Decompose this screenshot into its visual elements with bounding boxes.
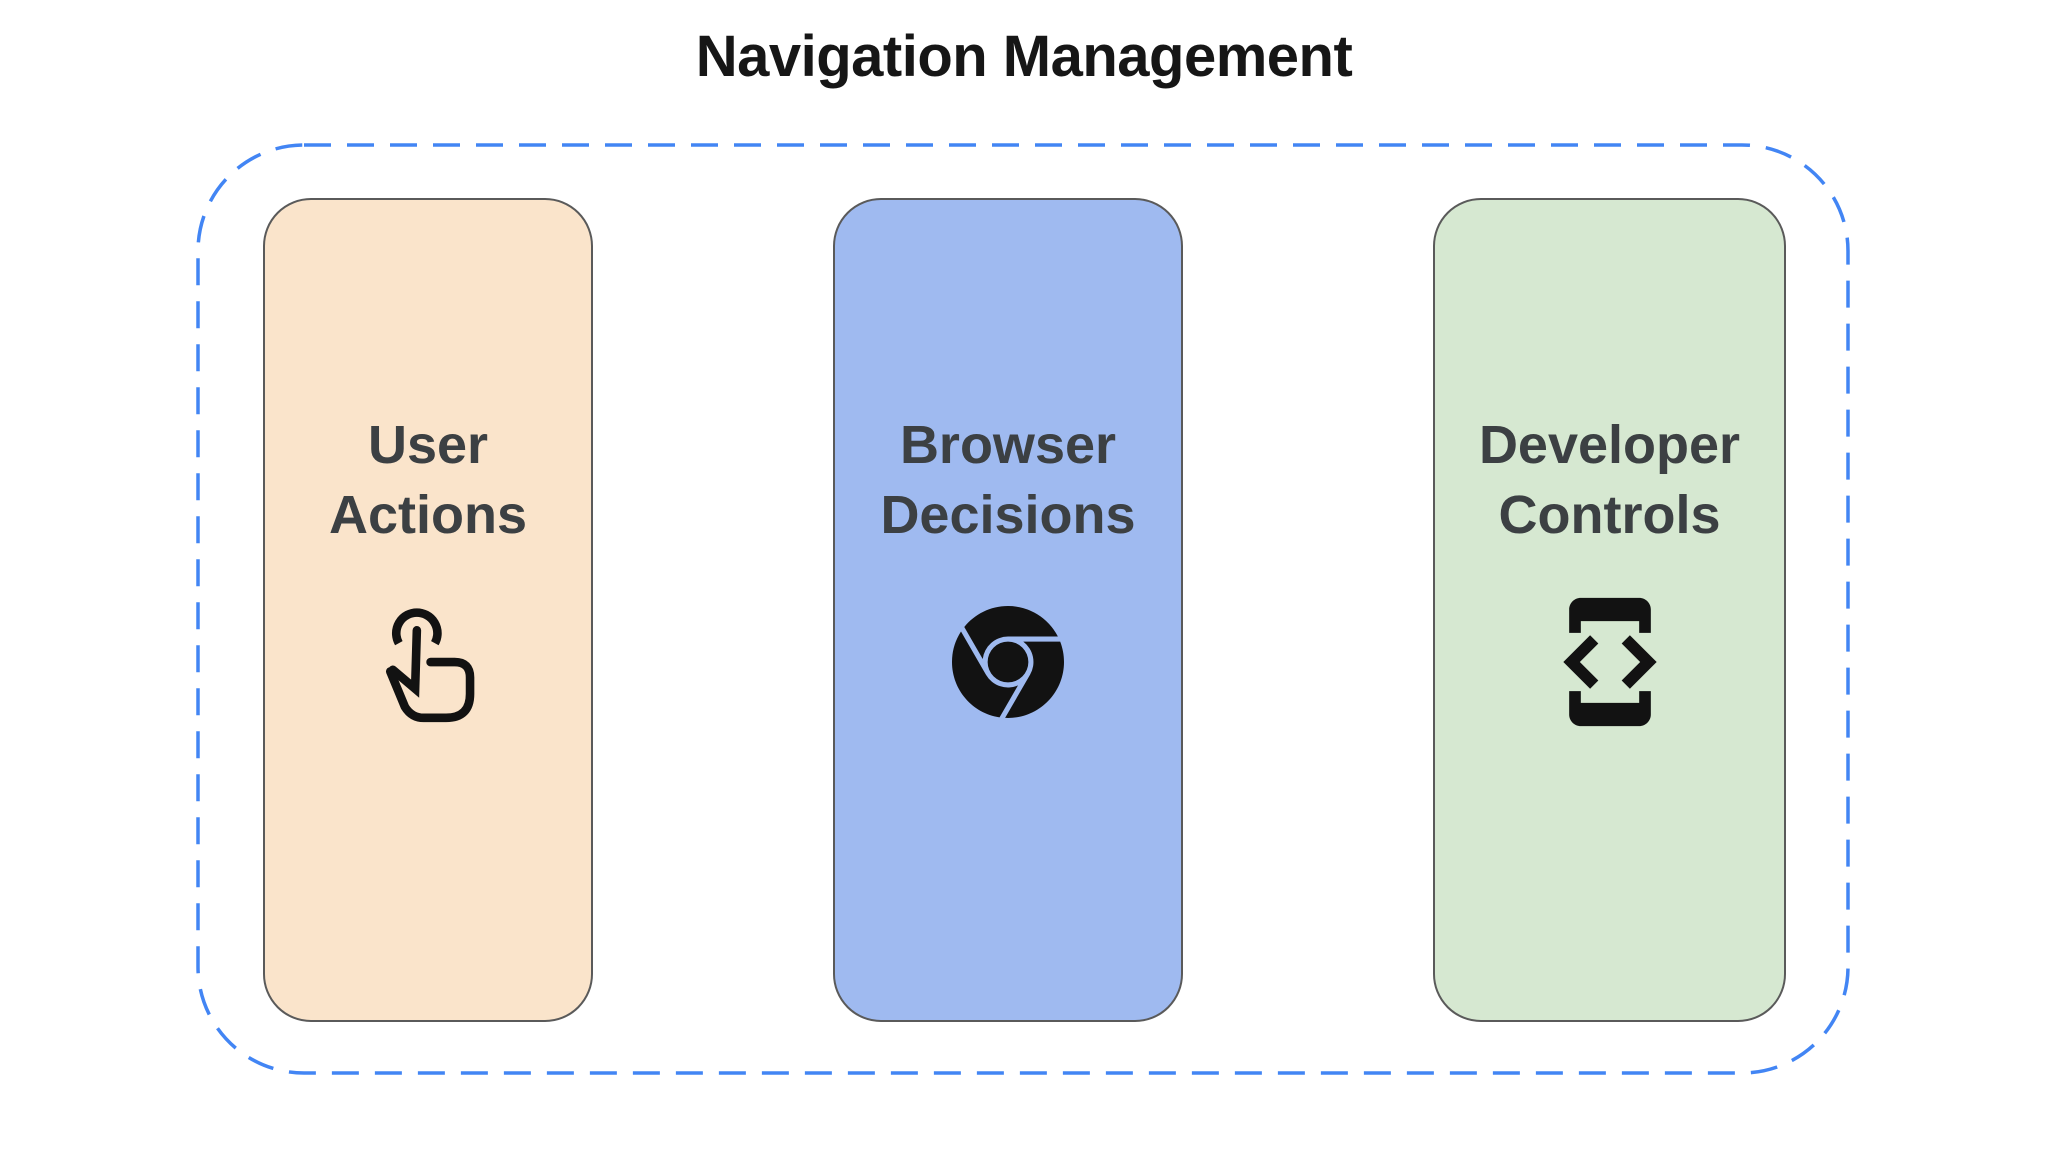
- card-user-actions-label: User Actions: [329, 410, 527, 550]
- chrome-browser-icon: [928, 592, 1088, 732]
- card-user-actions: User Actions: [263, 198, 593, 1022]
- card-label-line: Actions: [328, 485, 528, 545]
- touch-gesture-icon: [348, 592, 508, 732]
- dashed-border-rect: [196, 143, 1850, 1075]
- card-developer-controls-label: Developer Controls: [1479, 410, 1740, 550]
- card-browser-decisions-label: Browser Decisions: [880, 410, 1135, 550]
- card-label-line: Controls: [1498, 485, 1721, 545]
- card-browser-decisions: Browser Decisions: [833, 198, 1183, 1022]
- dashed-group-border: [196, 143, 1850, 1075]
- card-label-line: Decisions: [880, 485, 1136, 545]
- page-title: Navigation Management: [695, 24, 1353, 89]
- card-label-line: Developer: [1478, 415, 1741, 475]
- card-label-line: User: [367, 415, 489, 475]
- developer-mode-icon: [1530, 592, 1690, 732]
- card-label-line: Browser: [899, 415, 1117, 475]
- card-developer-controls: Developer Controls: [1433, 198, 1786, 1022]
